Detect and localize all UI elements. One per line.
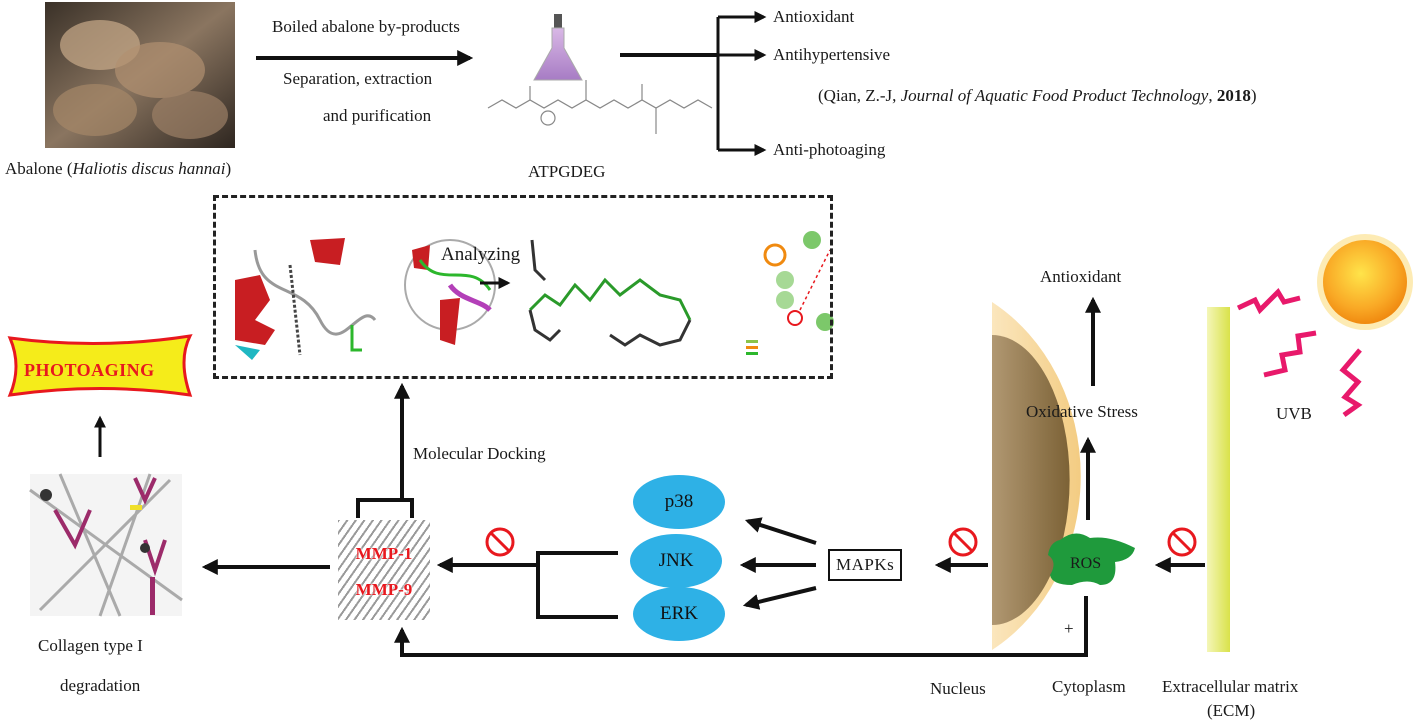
mapk-node-jnk: JNK [630, 534, 722, 588]
mapk-node-p38: p38 [633, 475, 725, 529]
collagen-label-2: degradation [60, 676, 141, 695]
cell-illustration [992, 302, 1081, 650]
uvb-label: UVB [1276, 404, 1312, 423]
process-label-1: Boiled abalone by-products [272, 17, 460, 36]
uvb-rays-icon [1236, 287, 1363, 418]
analyzing-label: Analyzing [441, 244, 521, 265]
photoaging-label: PHOTOAGING [24, 360, 155, 380]
citation-year: 2018 [1216, 86, 1251, 105]
antioxidant-label: Antioxidant [1040, 267, 1122, 286]
flask-icon [533, 14, 583, 81]
inhibit-icon-ecm-ros [1167, 527, 1197, 557]
mmp-9-label: MMP-9 [355, 580, 413, 599]
ecm-label-2: (ECM) [1207, 701, 1256, 720]
collagen-label-1: Collagen type I [38, 636, 143, 655]
abalone-species: Haliotis discus hannai [72, 159, 226, 178]
mmp-1-label: MMP-1 [355, 544, 413, 563]
ros-to-mmp-feedback [394, 596, 1088, 657]
photoaging-banner [7, 334, 193, 397]
citation: (Qian, Z.-J, Journal of Aquatic Food Pro… [818, 86, 1257, 105]
citation-journal: Journal of Aquatic Food Product Technolo… [900, 86, 1209, 105]
mapks-node: MAPKs [828, 549, 903, 581]
inhibit-icon-ros-mapks [948, 527, 978, 557]
process-label-2: Separation, extraction [283, 69, 433, 88]
protein-ribbon-image [235, 238, 377, 360]
ros-blob [1048, 533, 1135, 585]
peptide-structure-icon [487, 80, 713, 134]
nucleus-label: Nucleus [930, 679, 986, 698]
inhibit-icon-mapk-mmp [485, 527, 515, 557]
ecm-label-1: Extracellular matrix [1162, 677, 1299, 696]
abalone-photo [45, 2, 235, 148]
oxidative-stress-label: Oxidative Stress [1026, 402, 1138, 421]
mapk-node-erk: ERK [633, 587, 725, 641]
molecular-docking-panel [213, 195, 833, 379]
activity-antihypertensive: Antihypertensive [773, 45, 891, 64]
activity-anti-photoaging: Anti-photoaging [773, 140, 886, 159]
process-label-3: and purification [323, 106, 432, 125]
ros-label: ROS [1070, 555, 1102, 572]
ecm-bar [1207, 307, 1230, 652]
mmp-node: MMP-1 MMP-9 [338, 520, 430, 620]
plus-sign: + [1064, 619, 1074, 638]
interaction-map-image [746, 231, 834, 355]
cytoplasm-label: Cytoplasm [1052, 677, 1126, 696]
collagen-network-image [29, 473, 183, 617]
peptide-name: ATPGDEG [528, 162, 606, 181]
sun-icon [1317, 234, 1413, 330]
abalone-label: Abalone (Haliotis discus hannai) [5, 159, 232, 178]
activity-antioxidant: Antioxidant [773, 7, 855, 26]
ligand-structure-image [528, 239, 692, 347]
molecular-docking-label: Molecular Docking [413, 444, 546, 463]
